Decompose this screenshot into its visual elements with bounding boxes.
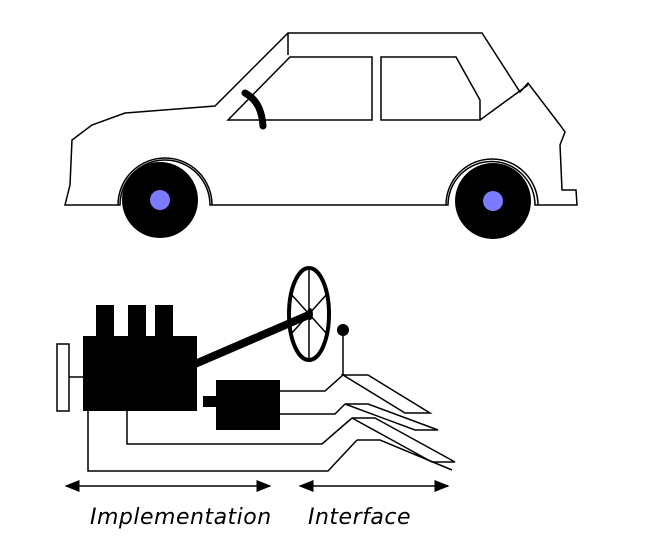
- rear-wheel-icon: [455, 163, 531, 239]
- pedal-icon: [340, 374, 456, 471]
- front-wheel-icon: [122, 162, 198, 238]
- gear-lever-icon: [337, 324, 349, 375]
- mechanism-illustration: [56, 266, 456, 492]
- flywheel-plate: [56, 343, 70, 412]
- gearbox-icon: [203, 380, 280, 430]
- implementation-label: Implementation: [90, 505, 272, 530]
- accelerator-linkage: [87, 411, 358, 472]
- clutch-linkage: [280, 403, 346, 415]
- car-illustration: [64, 32, 578, 239]
- engine-block-icon: [83, 305, 197, 411]
- car-front-window: [226, 56, 373, 121]
- steering-wheel-icon: [287, 266, 331, 362]
- car-steering-column-icon: [241, 89, 267, 130]
- steering-column: [193, 310, 313, 368]
- car-rear-window: [380, 56, 481, 121]
- car-hatch-line: [479, 84, 529, 121]
- front-wheel-arch: [117, 157, 213, 206]
- brake-linkage: [126, 411, 353, 445]
- gear-linkage: [280, 374, 344, 392]
- interface-label: Interface: [308, 505, 411, 530]
- rear-wheel-arch: [445, 158, 539, 206]
